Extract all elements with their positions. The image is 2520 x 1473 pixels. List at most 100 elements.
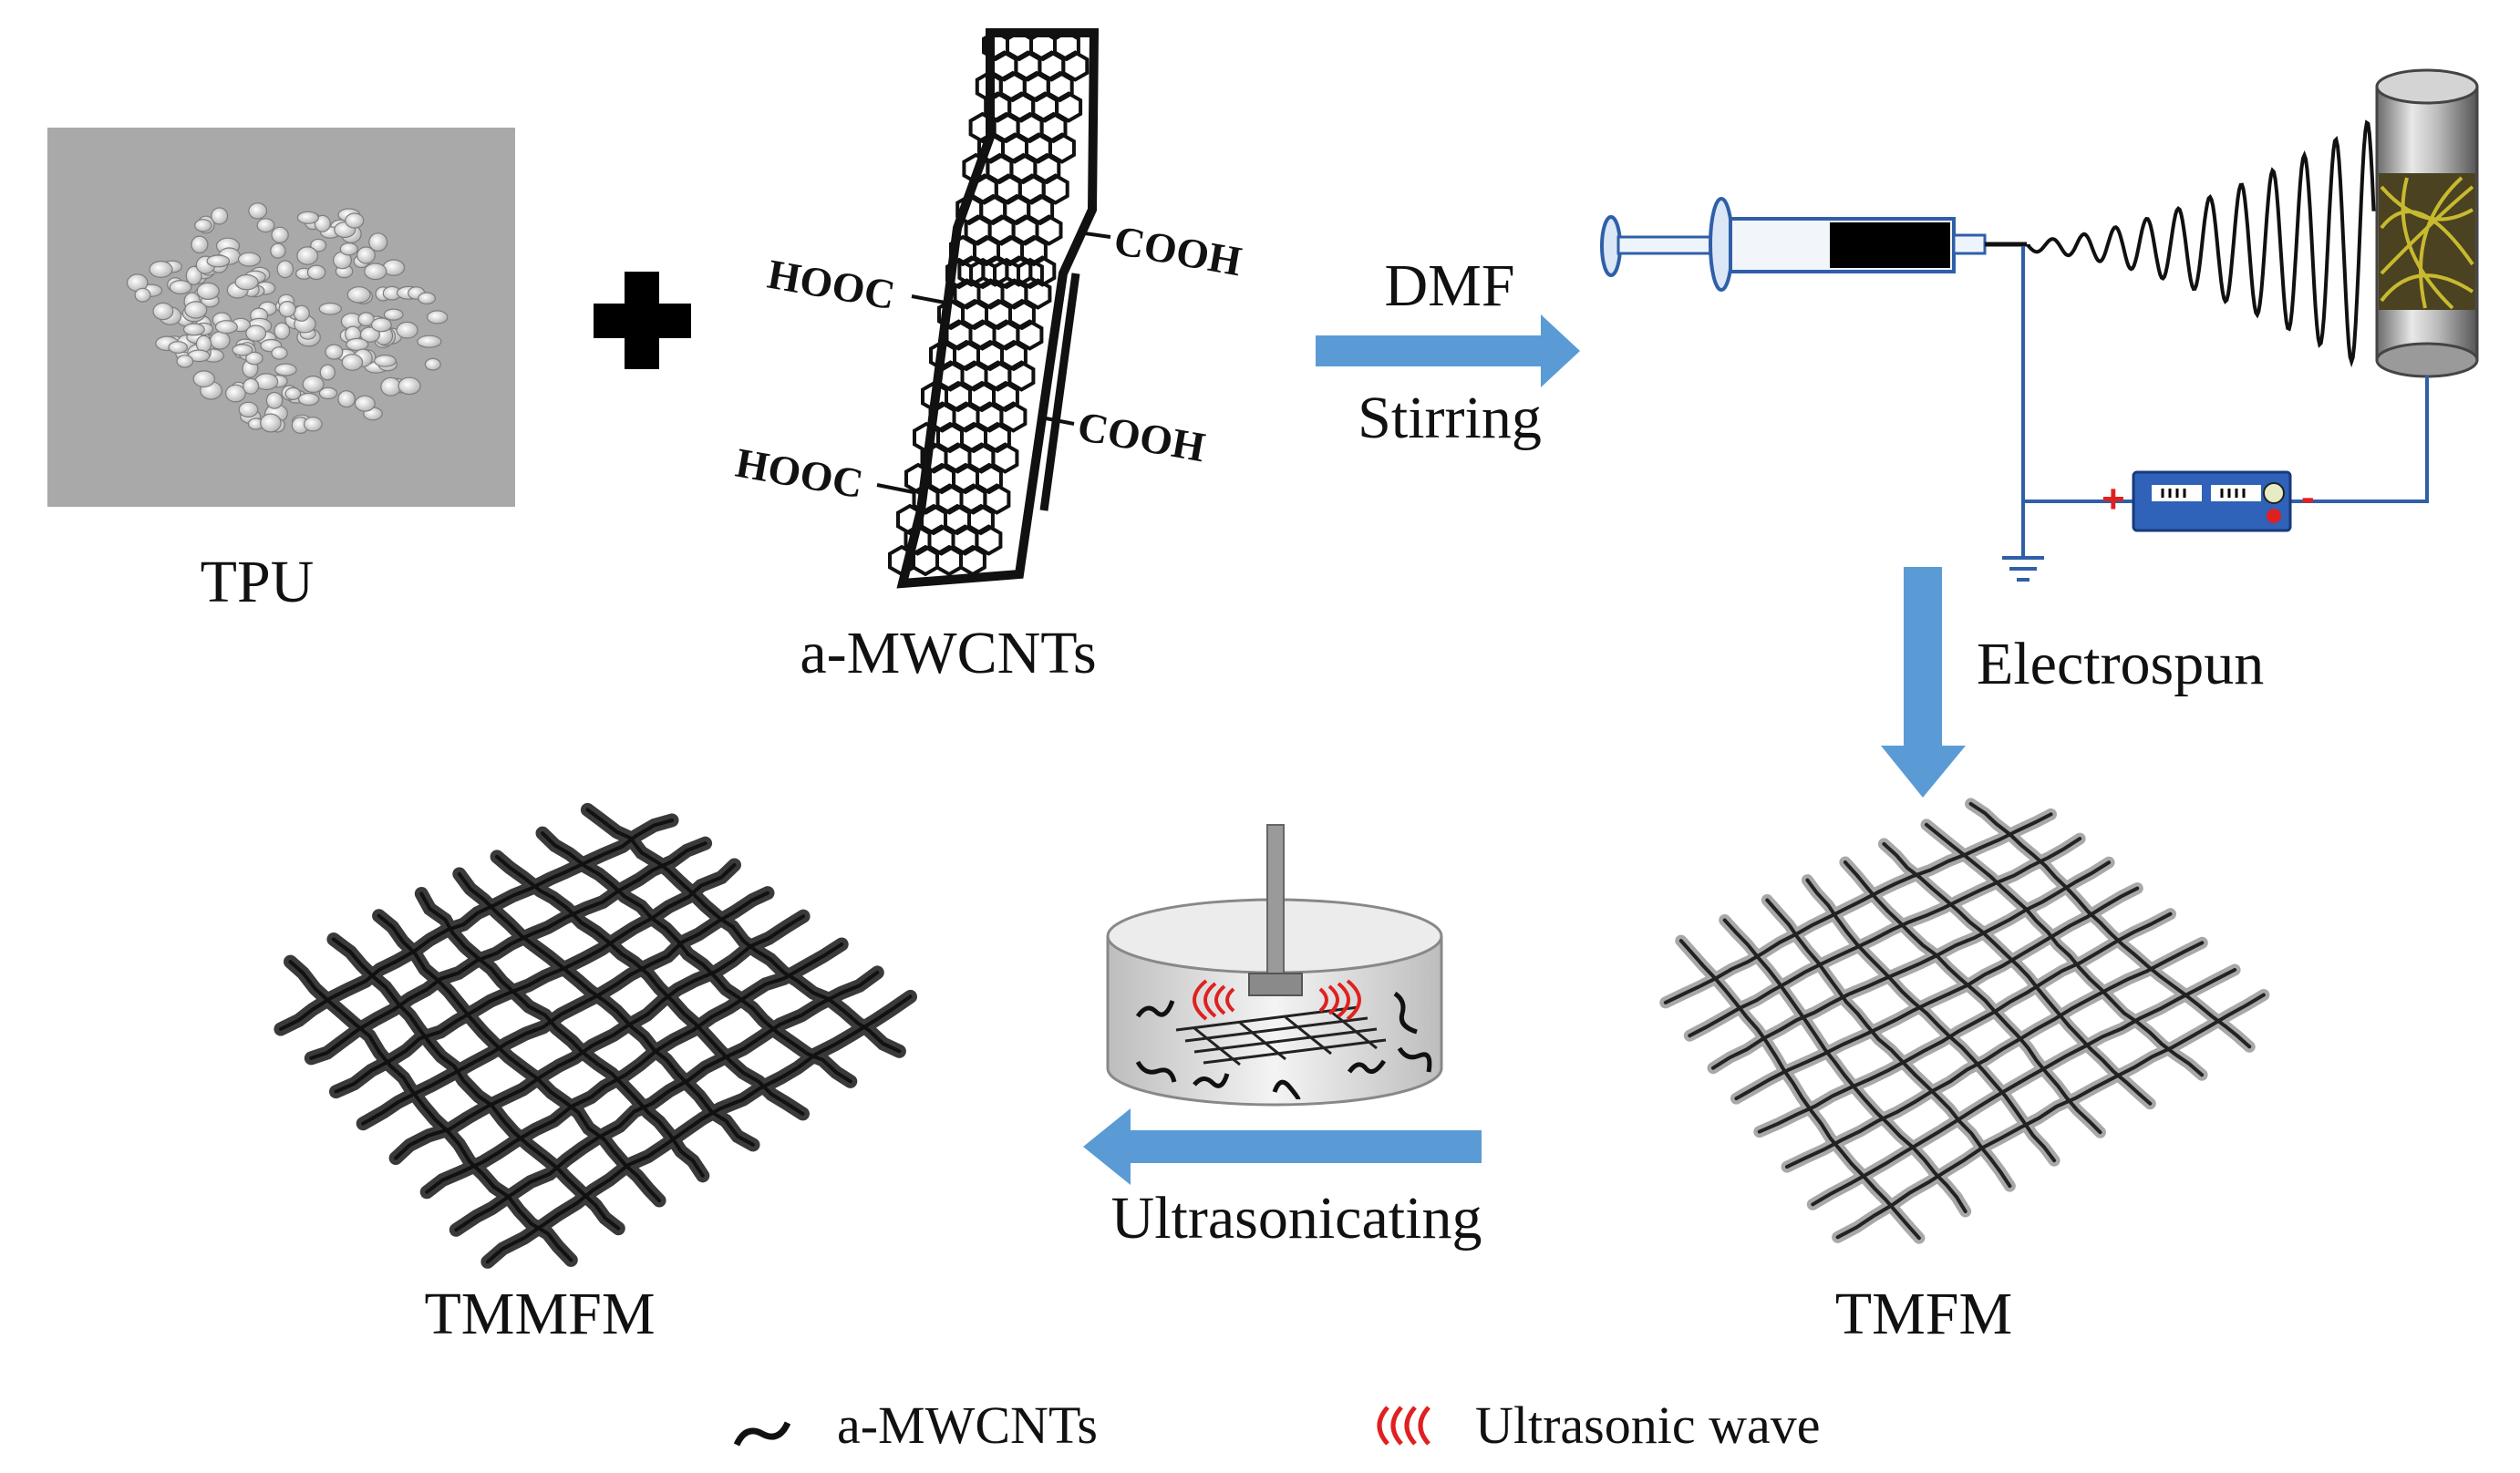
tpu-pellet <box>314 214 331 232</box>
syringe <box>1600 197 2027 292</box>
mesh-fiber <box>1757 912 2173 1134</box>
ultrasonic-arrow <box>1083 1108 1482 1185</box>
cnt-hexagon <box>1055 91 1083 123</box>
cnt-hexagon <box>984 421 1011 454</box>
tpu-pellet <box>265 391 284 409</box>
tmmfm-label: TMMFM <box>424 1281 655 1347</box>
ultrasonic-label: Ultrasonicating <box>1111 1185 1482 1252</box>
rotating-collector <box>2375 68 2479 378</box>
collected-fibers <box>2380 176 2474 310</box>
tpu-pellet <box>427 310 449 324</box>
mesh-fiber <box>334 863 737 1094</box>
tpu-pellet <box>318 386 338 400</box>
legend: a-MWCNTs Ultrasonic wave <box>733 1396 1820 1455</box>
tpu-pellet <box>296 246 319 265</box>
cnt-hexagon <box>1041 173 1069 205</box>
cnt-hexagon <box>983 483 1011 515</box>
mesh-fiber <box>1843 860 2102 1135</box>
mesh-fiber <box>1663 812 2053 1004</box>
mesh-fiber <box>377 913 662 1202</box>
mesh-fiber <box>1688 837 2082 1038</box>
mesh-fiber <box>425 943 844 1194</box>
tpu-pellet <box>303 417 323 432</box>
mesh-fiber <box>1722 918 1967 1213</box>
tpu-pellet <box>296 211 319 224</box>
tpu-pellet <box>211 207 229 225</box>
tpu-pellet <box>310 238 327 252</box>
tpu-pellet <box>346 286 371 304</box>
mesh-fiber <box>1678 939 1921 1241</box>
cnt-tube <box>888 28 1100 589</box>
cnt-hexagon <box>1007 360 1036 392</box>
tpu-pellet <box>398 376 421 396</box>
tpu-pellet <box>337 390 356 408</box>
mesh-fiber <box>454 970 880 1232</box>
legend-wave-icon <box>1377 1406 1430 1446</box>
tpu-pellet <box>245 351 263 366</box>
group-label: COOH <box>1110 217 1245 285</box>
tpu-pellet <box>232 344 253 356</box>
mixing-arrow <box>1316 314 1580 387</box>
electrospin-arrow <box>1881 567 1966 798</box>
electrospin-label: Electrospun <box>1977 631 2264 697</box>
tpu-pellet <box>149 261 173 279</box>
tpu-pellet <box>424 357 441 371</box>
negative-terminal: - <box>2301 475 2315 520</box>
tpu-pellet <box>243 377 260 395</box>
tpu-pellet <box>306 264 326 281</box>
circuit-wires <box>2021 246 2429 556</box>
tpu-pellet <box>354 395 376 412</box>
legend-wave-label: Ultrasonic wave <box>1475 1396 1820 1455</box>
tpu-pellet <box>184 301 208 319</box>
mixing-solvent-label: DMF <box>1384 252 1514 319</box>
cnt-hexagon <box>1017 257 1044 290</box>
tpu-pellet <box>325 344 344 360</box>
tpu-pellet <box>368 232 388 252</box>
tpu-pellet <box>248 202 268 220</box>
ultrasonic-wave-icon <box>1193 979 1361 1021</box>
group-label: HOOC <box>764 251 898 319</box>
tpu-pellet <box>284 386 302 400</box>
plus-icon <box>594 272 691 369</box>
tpu-pellet <box>238 401 259 418</box>
tpu-pellet <box>237 252 262 267</box>
tpu-pellet <box>194 219 212 232</box>
mesh-fiber <box>361 891 769 1126</box>
cnt-hexagon <box>1035 214 1063 246</box>
mesh-fiber <box>485 994 913 1264</box>
tpu-pellet <box>260 413 282 433</box>
mesh-fiber-coat <box>1801 874 2060 1167</box>
tpu-pellet <box>274 363 297 376</box>
cnt-hexagon <box>1048 132 1076 164</box>
mesh-fiber <box>419 891 705 1178</box>
cnt-hexagon <box>967 503 995 536</box>
power-supply: + - <box>2102 470 2315 532</box>
tpu-pellet <box>339 242 358 256</box>
cnt-hexagon <box>1016 319 1044 351</box>
mesh-fiber <box>1968 801 2252 1049</box>
tpu-pellet <box>152 302 174 321</box>
tpu-pellet <box>274 322 291 340</box>
mesh-fiber <box>1882 841 2153 1106</box>
mesh-fiber <box>495 854 805 1116</box>
tpu-pellet <box>319 364 336 381</box>
group-label: HOOC <box>732 439 866 508</box>
tpu-pellet <box>370 317 392 333</box>
mesh-fiber <box>1734 886 2140 1101</box>
dispersed-cnts <box>1135 991 1432 1100</box>
group-label: COOH <box>1074 403 1208 471</box>
cnt-hexagon <box>999 401 1028 433</box>
tpu-pellet <box>134 287 151 303</box>
mesh-fiber <box>394 914 806 1160</box>
mesh-fiber <box>1835 993 2266 1240</box>
tpu-pellet <box>214 320 238 335</box>
ultrasonic-bath <box>1106 824 1443 1107</box>
ground-icon <box>2002 556 2044 582</box>
cnt-outline <box>896 28 1100 589</box>
mesh-fiber <box>1811 968 2237 1207</box>
tmfm-membrane <box>1659 798 2270 1244</box>
cnt-hexagon <box>992 380 1019 413</box>
mesh-fiber <box>278 818 674 1031</box>
cnt-hexagon <box>1061 50 1090 82</box>
